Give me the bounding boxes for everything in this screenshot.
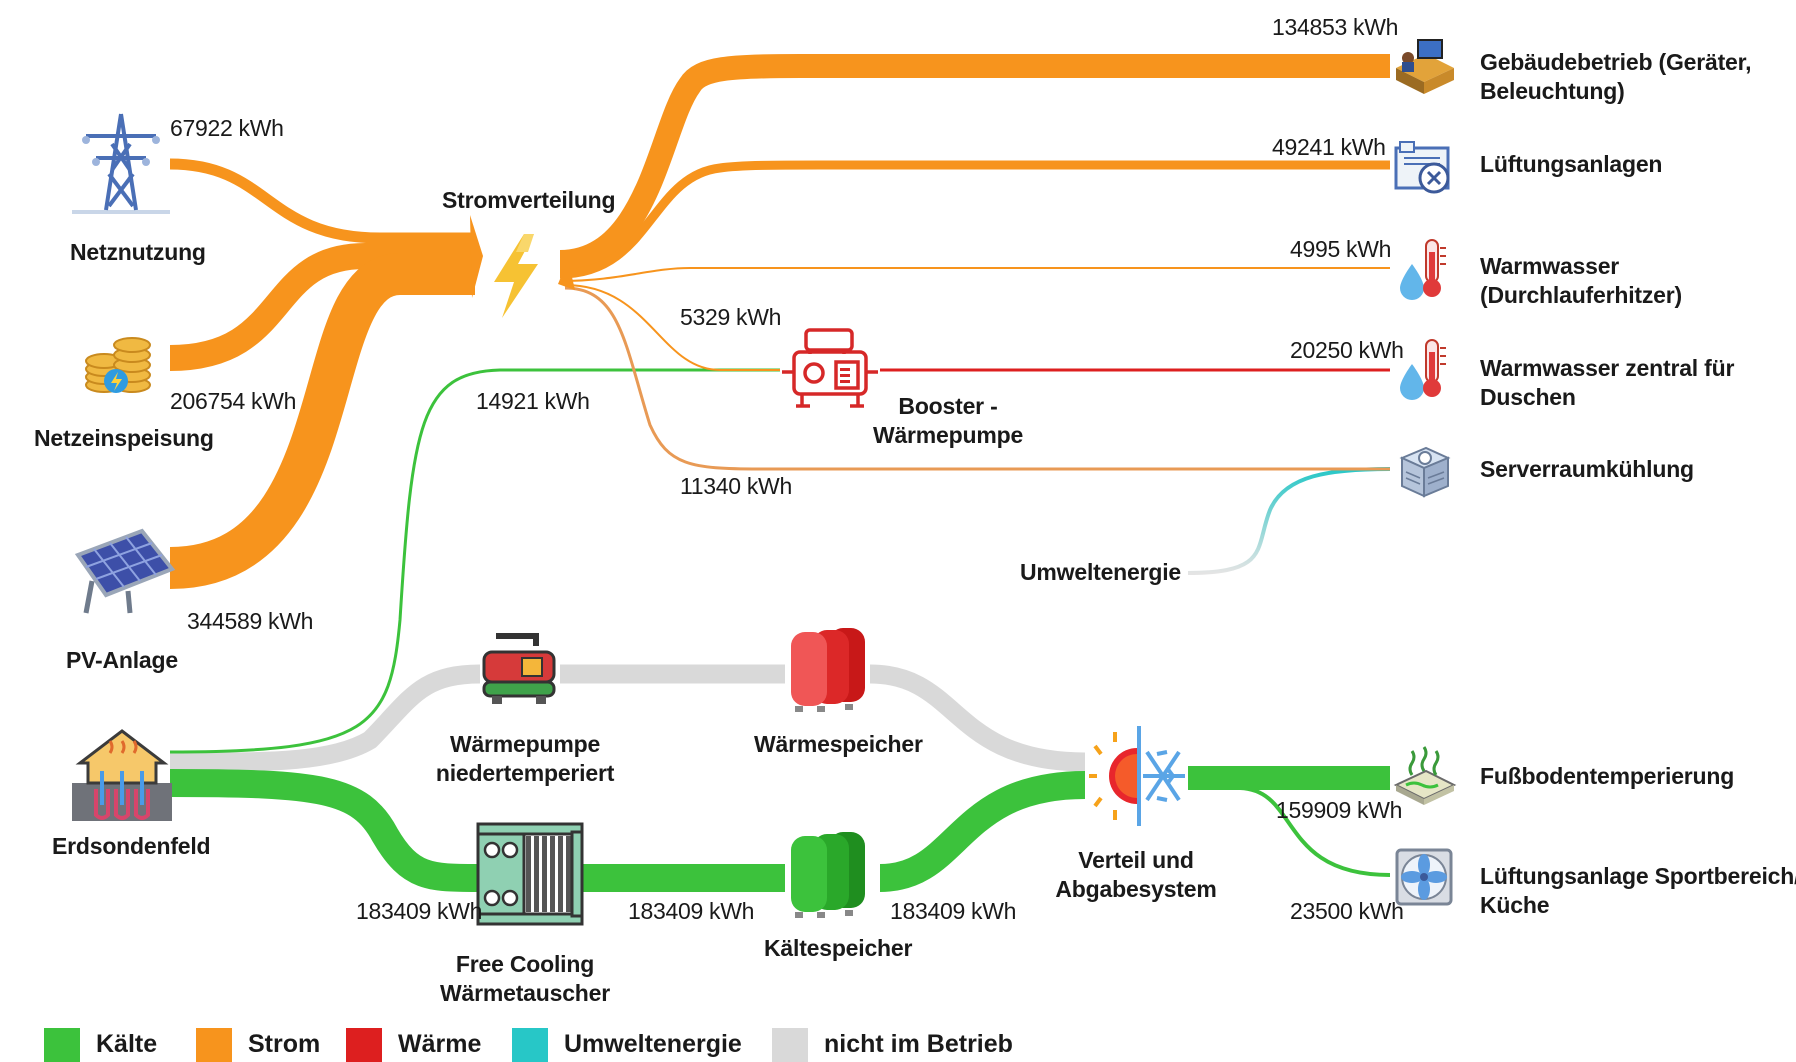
sun-snowflake-icon [1089, 726, 1185, 826]
label-verteil-line2: Abgabesystem [1055, 876, 1217, 902]
value-warmwasser: 4995 kWh [1290, 236, 1392, 262]
booster-heatpump-icon [782, 328, 878, 408]
solar-panel-icon [74, 528, 176, 614]
flow-verteil-to-sportlueftung [1239, 786, 1391, 877]
label-gebaeude: Gebäudebetrieb (Geräter, Beleuchtung) [1480, 48, 1751, 106]
value-gebaeude: 134853 kWh [1272, 14, 1399, 40]
value-booster-in: 5329 kWh [680, 304, 782, 330]
label-free-cooling: Free Cooling Wärmetauscher [430, 950, 620, 1008]
label-verteil: Verteil und Abgabesystem [1046, 846, 1226, 904]
label-booster-line2: Wärmepumpe [872, 422, 1024, 448]
flow-pv-to-strom [169, 253, 475, 589]
flow-strom-to-booster [564, 284, 780, 371]
value-serverraum: 11340 kWh [680, 473, 792, 499]
label-booster-line1: Booster - [898, 393, 998, 419]
legend-swatch-waerme [346, 1028, 382, 1062]
value-freecooling-in: 183409 kWh [356, 898, 483, 924]
warmwater-central-thermometer-icon [1400, 339, 1446, 400]
coins-icon [85, 337, 151, 393]
cold-storage-icon [791, 832, 865, 918]
label-free-cooling-line1: Free Cooling [455, 951, 595, 977]
label-waermespeicher: Wärmespeicher [754, 731, 923, 757]
legend-label-kaelte: Kälte [96, 1030, 158, 1058]
flow-geo-to-heatpump [169, 664, 481, 772]
server-cooling-icon [1399, 446, 1451, 498]
label-lueftung-sport-line2: Küche [1480, 892, 1550, 918]
label-warmwasser: Warmwasser (Durchlauferhitzer) [1480, 252, 1682, 310]
value-lueftung-sport: 23500 kWh [1290, 898, 1404, 924]
legend-label-umwelt: Umweltenergie [564, 1030, 742, 1058]
label-fussboden: Fußbodentemperierung [1480, 763, 1735, 789]
label-lueftung-sport: Lüftungsanlage Sportbereich/ Küche [1480, 862, 1796, 920]
value-geo-booster: 14921 kWh [476, 388, 590, 414]
geothermal-house-icon [72, 729, 172, 821]
fan-icon [1395, 848, 1453, 906]
value-warmwasser-zentral: 20250 kWh [1290, 337, 1404, 363]
value-pv: 344589 kWh [187, 608, 314, 634]
flow-geo-to-freecooling [169, 769, 479, 892]
heat-storage-icon [791, 628, 865, 712]
low-temp-heatpump-icon [482, 633, 556, 704]
legend-label-waerme: Wärme [398, 1030, 482, 1058]
lightning-icon [494, 234, 538, 318]
label-lueftung: Lüftungsanlagen [1480, 151, 1663, 177]
strom-output-arrowhead [558, 260, 575, 290]
value-freecooling-out: 183409 kWh [628, 898, 755, 924]
flow-netznutzung-to-strom [169, 158, 475, 244]
label-wp-nieder: Wärmepumpe niedertemperiert [430, 730, 620, 788]
label-umweltenergie: Umweltenergie [1020, 559, 1182, 585]
power-pylon-icon [72, 113, 170, 214]
label-warmwasser-zentral-line1: Warmwasser zentral für [1480, 355, 1735, 381]
heat-exchanger-icon [476, 822, 584, 926]
office-desk-icon [1396, 39, 1454, 94]
label-warmwasser-zentral-line2: Duschen [1480, 384, 1576, 410]
label-free-cooling-line2: Wärmetauscher [440, 980, 610, 1006]
value-netzeinspeisung: 206754 kWh [170, 388, 297, 414]
flow-umweltenergie-to-server [1187, 467, 1391, 575]
label-netznutzung: Netznutzung [70, 239, 206, 265]
value-netznutzung: 67922 kWh [170, 115, 284, 141]
warmwater-thermometer-icon [1400, 239, 1446, 300]
label-warmwasser-line2: (Durchlauferhitzer) [1480, 282, 1682, 308]
label-gebaeude-line1: Gebäudebetrieb (Geräter, [1480, 49, 1752, 75]
label-erdsondenfeld: Erdsondenfeld [52, 833, 211, 859]
flow-strom-to-gebaeude [559, 54, 1390, 274]
flow-geo-to-booster [169, 368, 780, 754]
flow-strom-to-warmwasser [559, 267, 1390, 282]
ventilation-icon [1394, 141, 1450, 194]
label-serverraum: Serverraumkühlung [1480, 456, 1694, 482]
legend-swatch-kaelte [44, 1028, 80, 1062]
label-lueftung-sport-line1: Lüftungsanlage Sportbereich/ [1480, 863, 1796, 889]
label-verteil-line1: Verteil und [1078, 847, 1194, 873]
legend-swatch-umwelt [512, 1028, 548, 1062]
value-kaeltespeicher-out: 183409 kWh [890, 898, 1017, 924]
strom-input-arrowhead [470, 215, 483, 298]
label-warmwasser-zentral: Warmwasser zentral für Duschen [1480, 354, 1734, 412]
legend-swatch-inactive [772, 1028, 808, 1062]
label-warmwasser-line1: Warmwasser [1480, 253, 1620, 279]
flow-kaeltespeicher-to-verteil [879, 771, 1086, 892]
flow-strom-to-lueftung [559, 160, 1390, 279]
label-kaeltespeicher: Kältespeicher [764, 935, 913, 961]
label-gebaeude-line2: Beleuchtung) [1480, 78, 1625, 104]
flow-waermespeicher-to-verteil [869, 664, 1086, 772]
value-fussboden: 159909 kWh [1276, 797, 1403, 823]
flow-strom-to-server [564, 286, 1390, 471]
label-wp-nieder-line1: Wärmepumpe [449, 731, 601, 757]
legend-label-inactive: nicht im Betrieb [824, 1030, 1013, 1058]
label-wp-nieder-line2: niedertemperiert [435, 760, 615, 786]
label-stromverteilung: Stromverteilung [442, 187, 616, 213]
floor-heating-icon [1393, 746, 1457, 805]
legend-label-strom: Strom [248, 1030, 321, 1058]
legend-swatch-strom [196, 1028, 232, 1062]
flow-netzeinspeisung-to-strom [169, 243, 475, 371]
label-booster: Booster - Wärmepumpe [868, 392, 1028, 450]
label-pv: PV-Anlage [66, 647, 178, 673]
value-lueftung: 49241 kWh [1272, 134, 1386, 160]
label-netzeinspeisung: Netzeinspeisung [34, 425, 214, 451]
